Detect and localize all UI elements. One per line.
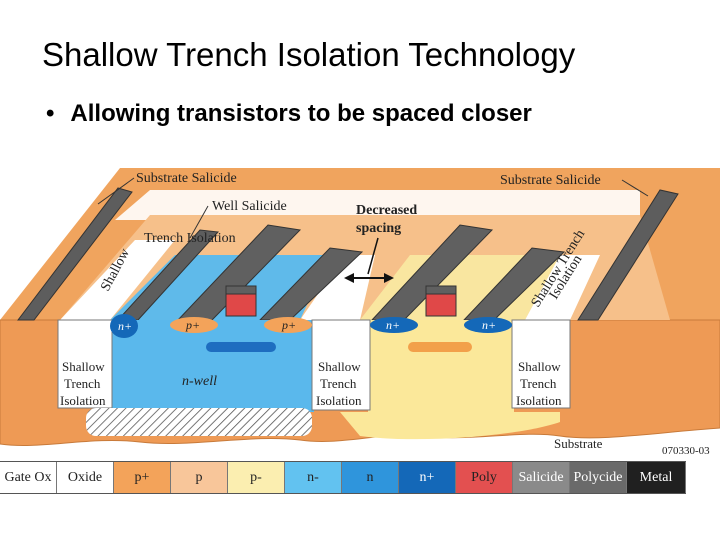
label-decreased-1: Decreased (356, 203, 417, 218)
n-well-section (108, 320, 314, 412)
label-substrate-salicide-left: Substrate Salicide (136, 171, 237, 186)
label-sti-left-3: Isolation (60, 393, 106, 408)
bullet-marker: • (46, 100, 54, 127)
legend-item-gate-ox: Gate Ox (0, 462, 57, 493)
legend-item-poly: Poly (456, 462, 513, 493)
legend-item-n-: n- (285, 462, 342, 493)
gate-poly-left (226, 294, 256, 316)
label-sti-left-2: Trench (64, 376, 101, 391)
label-sti-left-1: Shallow (62, 359, 105, 374)
label-well-salicide: Well Salicide (212, 199, 287, 214)
p-well-implant (408, 342, 472, 352)
label-p-plus-2: p+ (281, 318, 296, 332)
label-sti-right-1: Shallow (518, 359, 561, 374)
label-n-plus-left: n+ (118, 319, 132, 333)
label-n-plus-mid: n+ (386, 318, 400, 332)
label-p-plus-1: p+ (185, 318, 200, 332)
legend-item-n-: n+ (399, 462, 456, 493)
label-substrate-salicide-right: Substrate Salicide (500, 173, 601, 188)
legend-item-oxide: Oxide (57, 462, 114, 493)
gate-poly-right (426, 294, 456, 316)
hatched-region (86, 408, 312, 436)
p-well-section (368, 320, 514, 412)
sti-cross-section-diagram: Substrate Salicide Substrate Salicide We… (0, 160, 720, 460)
label-decreased-2: spacing (356, 221, 401, 236)
gate-cap-right (426, 286, 456, 294)
label-substrate: Substrate (554, 436, 603, 451)
bullet-point: • Allowing transistors to be spaced close… (46, 100, 532, 128)
label-sti-mid-1: Shallow (318, 359, 361, 374)
legend-item-polycide: Polycide (570, 462, 627, 493)
label-sti-right-2: Trench (520, 376, 557, 391)
label-sti-mid-2: Trench (320, 376, 357, 391)
legend-item-metal: Metal (627, 462, 686, 493)
label-sti-mid-3: Isolation (316, 393, 362, 408)
legend-item-p: p (171, 462, 228, 493)
label-figure-id: 070330-03 (662, 445, 710, 457)
legend-item-salicide: Salicide (513, 462, 570, 493)
legend-item-p-: p+ (114, 462, 171, 493)
label-n-plus-right: n+ (482, 318, 496, 332)
label-n-well: n-well (182, 374, 217, 389)
bullet-text: Allowing transistors to be spaced closer (70, 100, 531, 127)
legend-item-n: n (342, 462, 399, 493)
slide-title: Shallow Trench Isolation Technology (42, 36, 575, 74)
n-well-implant (206, 342, 276, 352)
label-sti-right-3: Isolation (516, 393, 562, 408)
legend-item-p-: p- (228, 462, 285, 493)
gate-cap-left (226, 286, 256, 294)
p-well-bottom (340, 412, 560, 439)
label-trench-isolation: Trench Isolation (144, 231, 236, 246)
